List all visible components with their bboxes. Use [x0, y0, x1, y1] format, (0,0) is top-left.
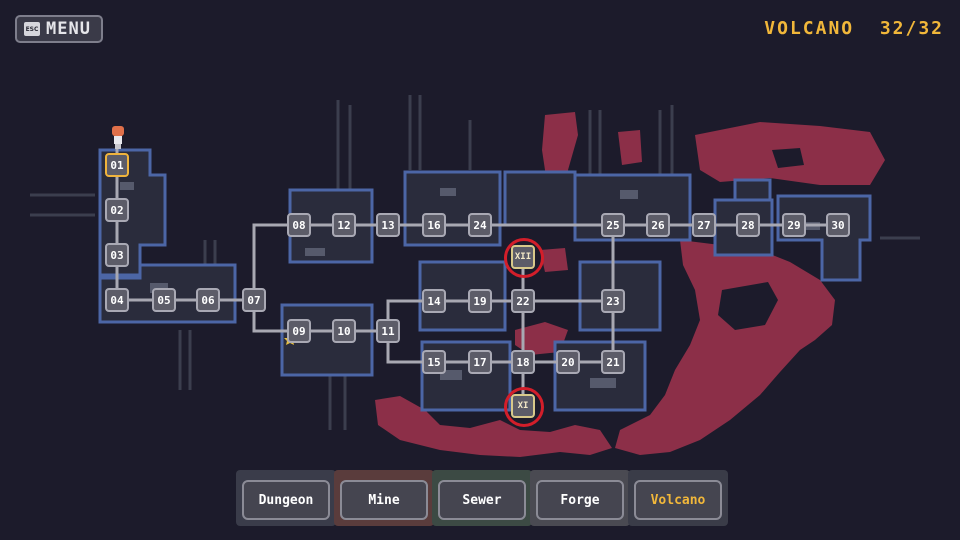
boss-ring [504, 238, 544, 278]
level-node-12[interactable]: 12 [332, 213, 356, 237]
esc-key-icon: ESC [24, 22, 40, 36]
level-node-26[interactable]: 26 [646, 213, 670, 237]
level-node-23[interactable]: 23 [601, 289, 625, 313]
level-node-01[interactable]: 01 [105, 153, 129, 177]
level-node-05[interactable]: 05 [152, 288, 176, 312]
level-node-02[interactable]: 02 [105, 198, 129, 222]
boss-node-XI[interactable]: XI [511, 394, 535, 418]
boss-node-XII[interactable]: XII [511, 245, 535, 269]
boss-ring [504, 387, 544, 427]
level-node-14[interactable]: 14 [422, 289, 446, 313]
level-node-09[interactable]: 09 [287, 319, 311, 343]
level-node-11[interactable]: 11 [376, 319, 400, 343]
level-node-19[interactable]: 19 [468, 289, 492, 313]
tab-dungeon[interactable]: Dungeon [242, 480, 330, 520]
tab-forge[interactable]: Forge [536, 480, 624, 520]
level-node-10[interactable]: 10 [332, 319, 356, 343]
rooms [98, 148, 872, 412]
menu-button[interactable]: ESC MENU [15, 15, 103, 43]
level-node-07[interactable]: 07 [242, 288, 266, 312]
level-node-08[interactable]: 08 [287, 213, 311, 237]
level-node-15[interactable]: 15 [422, 350, 446, 374]
tab-mine[interactable]: Mine [340, 480, 428, 520]
level-node-06[interactable]: 06 [196, 288, 220, 312]
level-node-16[interactable]: 16 [422, 213, 446, 237]
level-node-28[interactable]: 28 [736, 213, 760, 237]
level-node-04[interactable]: 04 [105, 288, 129, 312]
world-name: VOLCANO [764, 18, 855, 39]
menu-label: MENU [46, 19, 91, 39]
tab-volcano[interactable]: Volcano [634, 480, 722, 520]
level-node-13[interactable]: 13 [376, 213, 400, 237]
world-progress-count: 32/32 [879, 18, 944, 39]
lava-holes [718, 148, 804, 330]
level-node-21[interactable]: 21 [601, 350, 625, 374]
level-node-24[interactable]: 24 [468, 213, 492, 237]
level-node-30[interactable]: 30 [826, 213, 850, 237]
player-character [112, 126, 124, 149]
level-node-03[interactable]: 03 [105, 243, 129, 267]
level-node-22[interactable]: 22 [511, 289, 535, 313]
background-pipes [30, 95, 920, 430]
level-node-25[interactable]: 25 [601, 213, 625, 237]
tab-sewer[interactable]: Sewer [438, 480, 526, 520]
level-node-18[interactable]: 18 [511, 350, 535, 374]
level-node-29[interactable]: 29 [782, 213, 806, 237]
level-node-17[interactable]: 17 [468, 350, 492, 374]
level-node-20[interactable]: 20 [556, 350, 580, 374]
world-progress: VOLCANO 32/32 [764, 18, 944, 39]
level-node-27[interactable]: 27 [692, 213, 716, 237]
